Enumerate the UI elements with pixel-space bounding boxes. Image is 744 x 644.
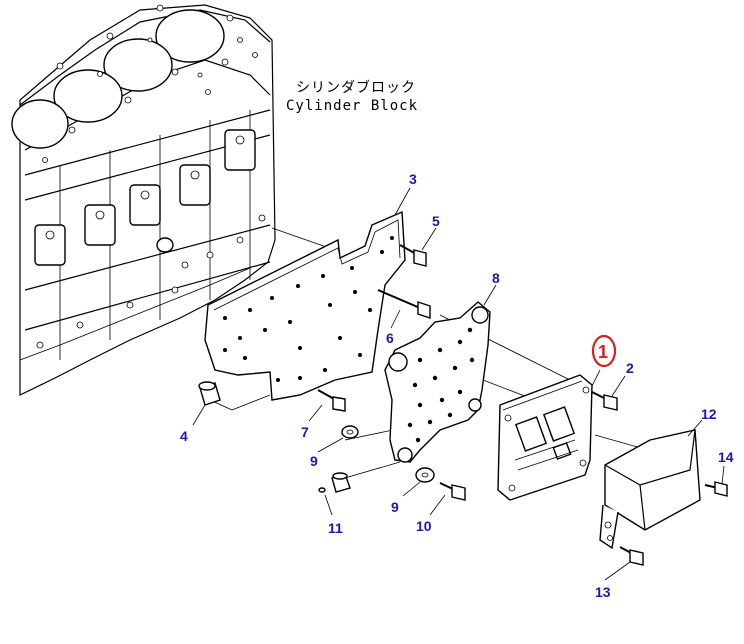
bolt-part-7 <box>317 389 346 412</box>
leader-lines <box>192 187 725 581</box>
block-label-jp: シリンダブロック <box>296 79 416 96</box>
bolt-part-10 <box>439 482 466 501</box>
bolt-part-5 <box>399 244 427 267</box>
callout-1: 1 <box>598 342 608 362</box>
cover-part-12 <box>599 429 701 550</box>
cylinder-block-drawing <box>11 4 276 396</box>
block-label-en: Cylinder Block <box>286 98 418 114</box>
highlighted-callout-1[interactable]: 1 <box>591 334 617 368</box>
callout-9b: 9 <box>391 499 399 515</box>
callout-4: 4 <box>180 428 188 444</box>
pin-part-11 <box>318 472 351 493</box>
callout-2: 2 <box>626 360 634 376</box>
bolt-part-6 <box>377 289 431 319</box>
bracket-part-8 <box>384 301 491 463</box>
callout-14: 14 <box>718 449 734 465</box>
callout-11: 11 <box>328 520 343 536</box>
callout-8: 8 <box>492 270 500 286</box>
callout-7: 7 <box>301 424 309 440</box>
callout-5: 5 <box>432 213 440 229</box>
callout-9a: 9 <box>310 453 318 469</box>
controller-part-1 <box>497 374 593 501</box>
bolt-part-14 <box>704 481 728 497</box>
callout-3: 3 <box>409 171 417 187</box>
washer-part-9-a <box>341 425 359 439</box>
washer-part-9-b <box>415 467 435 483</box>
mounting-plate-part-3 <box>204 210 406 401</box>
callout-6: 6 <box>386 330 394 346</box>
bolt-part-13 <box>619 546 644 566</box>
callout-10: 10 <box>416 518 432 534</box>
callout-13: 13 <box>595 584 611 600</box>
bolt-part-2 <box>591 391 618 411</box>
callout-12: 12 <box>701 406 717 422</box>
spacer-part-4 <box>198 381 221 406</box>
